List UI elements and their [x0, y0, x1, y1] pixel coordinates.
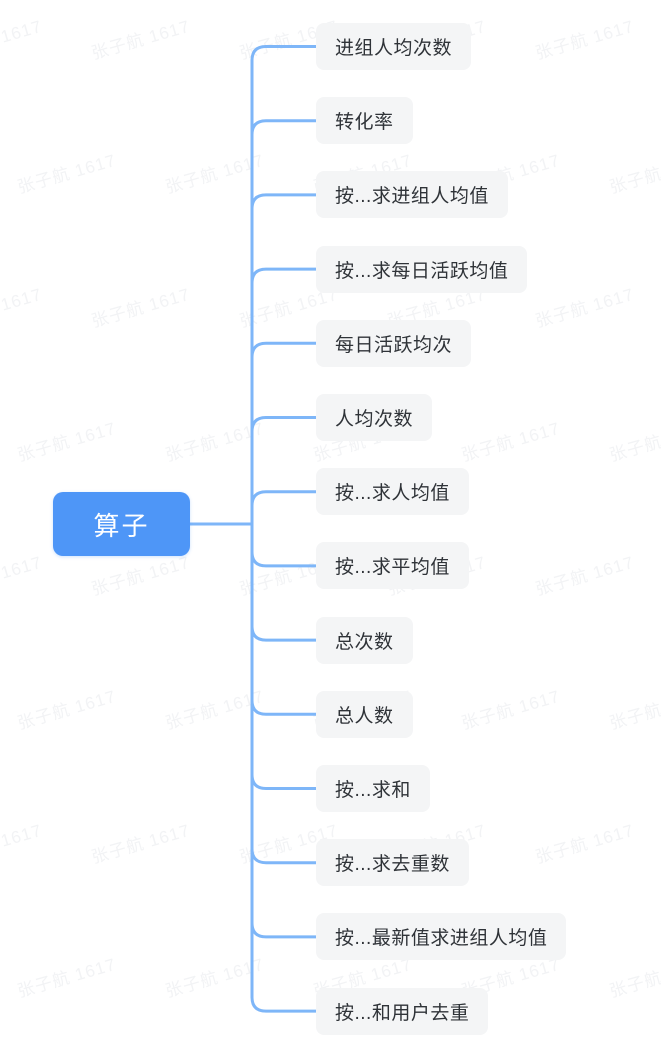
- leaf-node-label: 按...求每日活跃均值: [335, 260, 509, 282]
- leaf-node-label: 进组人均次数: [335, 38, 453, 59]
- leaf-node-label: 按...最新值求进组人均值: [335, 928, 548, 950]
- connector-branch: [250, 847, 318, 865]
- connector-branch: [250, 119, 318, 137]
- connector-branch: [250, 921, 318, 939]
- leaf-node-label: 人均次数: [335, 409, 414, 430]
- leaf-node-label: 总次数: [335, 631, 394, 653]
- connector-branch: [250, 193, 318, 211]
- connector-branch: [250, 773, 318, 790]
- leaf-node-label: 按...求平均值: [335, 557, 450, 579]
- mindmap-leaf-node[interactable]: 按...求进组人均值: [316, 171, 508, 219]
- mindmap-leaf-node[interactable]: 按...和用户去重: [316, 987, 489, 1035]
- mindmap-leaf-node[interactable]: 人均次数: [316, 394, 433, 441]
- connector-branch: [250, 45, 318, 62]
- leaf-node-label: 按...求和: [335, 780, 411, 801]
- mindmap-leaf-node[interactable]: 总次数: [316, 616, 413, 664]
- connector-branch: [250, 624, 318, 642]
- leaf-node-label: 每日活跃均次: [335, 334, 453, 356]
- connector-branch: [250, 416, 318, 433]
- mindmap-leaf-node[interactable]: 按...求人均值: [316, 468, 469, 516]
- mindmap-leaf-node[interactable]: 按...最新值求进组人均值: [316, 913, 567, 961]
- mindmap-leaf-node[interactable]: 进组人均次数: [316, 23, 472, 70]
- connector-branch: [250, 267, 318, 285]
- leaf-node-label: 按...求进组人均值: [335, 186, 489, 208]
- leaf-node-label: 按...求人均值: [335, 483, 450, 505]
- mindmap-leaf-node[interactable]: 按...求和: [316, 765, 430, 812]
- mindmap-leaf-node[interactable]: 按...求每日活跃均值: [316, 245, 528, 293]
- leaf-node-label: 按...和用户去重: [335, 1002, 470, 1024]
- connector-branch: [250, 698, 318, 716]
- mindmap-leaf-node[interactable]: 总人数: [316, 690, 413, 738]
- connector-branch: [250, 341, 318, 359]
- connector-branch: [250, 550, 318, 568]
- mindmap-leaf-node[interactable]: 按...求去重数: [316, 839, 469, 887]
- leaf-node-label: 转化率: [335, 112, 394, 134]
- leaf-node-label: 总人数: [335, 705, 394, 727]
- connector-branch: [250, 995, 318, 1013]
- connector-branch: [250, 490, 318, 508]
- mindmap-root-node[interactable]: 算子: [53, 492, 190, 556]
- mindmap-leaf-node[interactable]: 按...求平均值: [316, 542, 469, 590]
- leaf-node-label: 按...求去重数: [335, 854, 450, 876]
- root-node-label: 算子: [93, 510, 150, 541]
- mindmap-leaf-node[interactable]: 每日活跃均次: [316, 319, 472, 367]
- mindmap-leaf-node[interactable]: 转化率: [316, 97, 413, 145]
